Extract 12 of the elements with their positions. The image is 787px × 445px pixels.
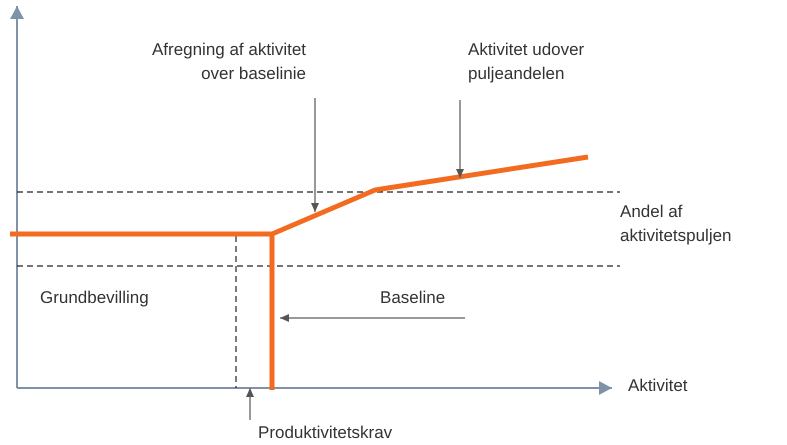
leader-arrow [311, 98, 319, 212]
leader-arrow [456, 100, 464, 178]
callout-text: Baseline [380, 286, 480, 310]
leader-arrow [280, 314, 465, 322]
axis-label: Aktivitet [628, 375, 689, 397]
leader-arrow [246, 388, 254, 420]
region-label: Andel af aktivitetspuljen [620, 201, 733, 247]
callout-text: Afregning af aktivitet over baselinie [126, 38, 306, 86]
callout-text: Aktivitet udover puljeandelen [468, 38, 648, 86]
x-axis [17, 381, 612, 395]
callout-text: Produktivitetskrav [258, 421, 458, 445]
region-label: Grundbevilling [40, 287, 150, 309]
